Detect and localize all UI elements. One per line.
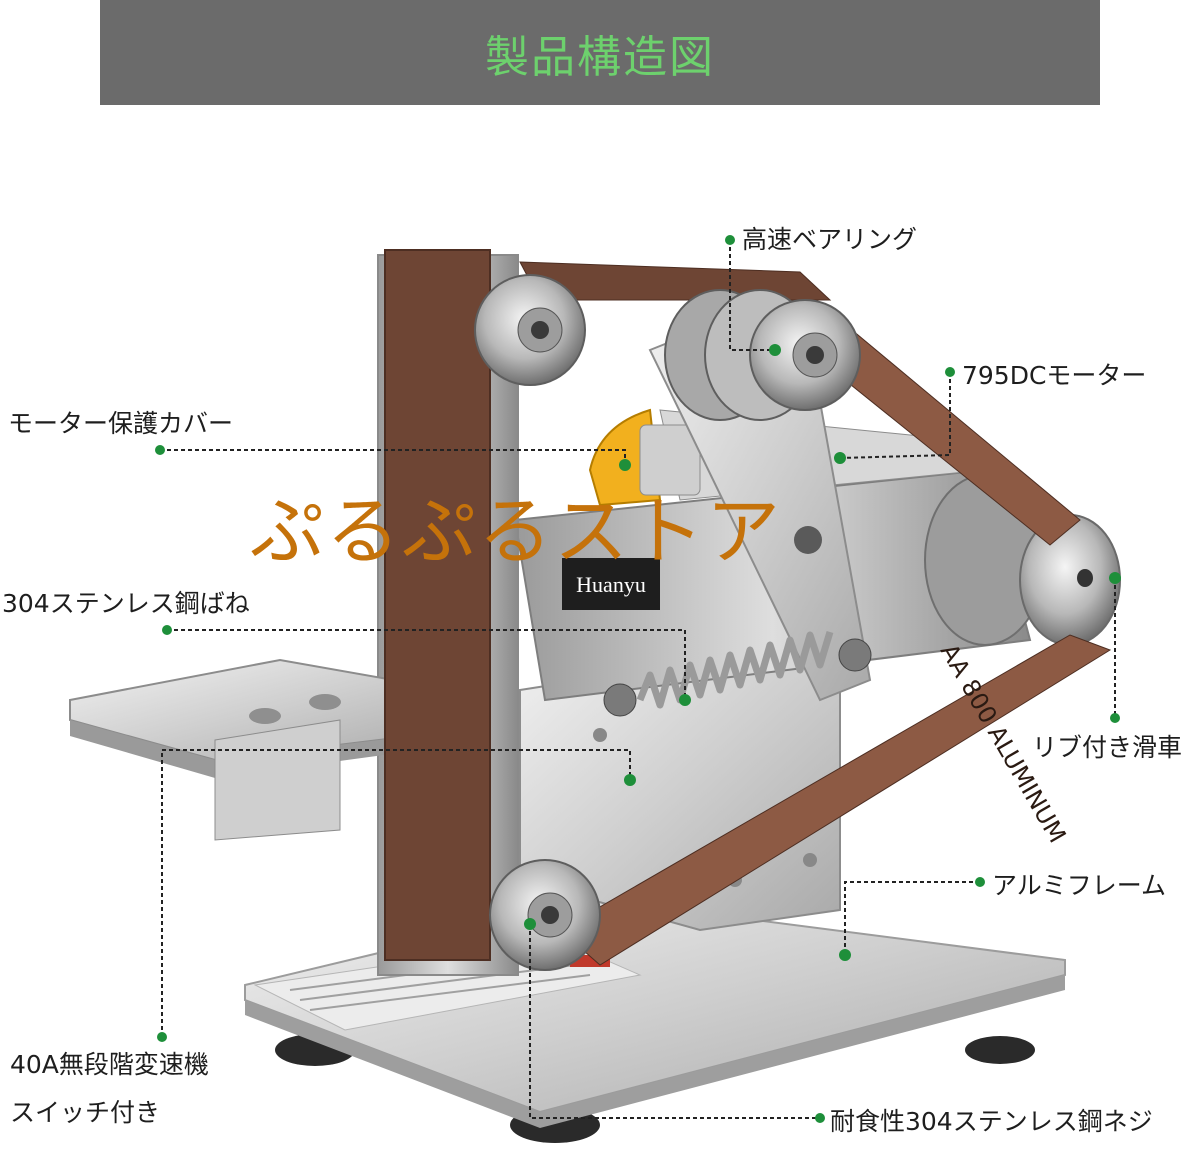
callout-high-speed-bearing: 高速ベアリング (742, 225, 918, 254)
callout-motor-protection-cover: モーター保護カバー (8, 409, 234, 438)
callout-aluminum-frame: アルミフレーム (992, 871, 1167, 900)
title-banner: 製品構造図 (100, 0, 1100, 105)
callout-lines (160, 240, 1116, 1119)
callout-stainless-screw: 耐食性304ステンレス鋼ネジ (830, 1107, 1153, 1136)
sanding-belt: AA 800 ALUMINUM (384, 249, 1112, 966)
stainless-spring (603, 630, 872, 717)
callout-speed-switch-line2: スイッチ付き (10, 1098, 161, 1127)
top-left-bearing-wheel (474, 274, 586, 386)
bottom-bearing-wheel (489, 859, 601, 971)
ribbed-pulley (1019, 514, 1121, 646)
store-watermark: ぷるぷるストア (250, 489, 782, 575)
callout-stainless-spring: 304ステンレス鋼ばね (2, 589, 250, 618)
callout-speed-switch-line1: 40A無段階変速機 (10, 1050, 209, 1079)
brand-plate-text: Huanyu (576, 572, 646, 597)
work-table (69, 658, 452, 841)
page-title: 製品構造図 (485, 31, 715, 83)
callout-markers (155, 235, 1121, 1123)
high-speed-bearing-wheel (664, 289, 861, 421)
callout-ribbed-pulley: リブ付き滑車 (1032, 733, 1183, 762)
brand-plate (562, 558, 660, 610)
callout-795dc-motor: 795DCモーター (962, 361, 1147, 390)
